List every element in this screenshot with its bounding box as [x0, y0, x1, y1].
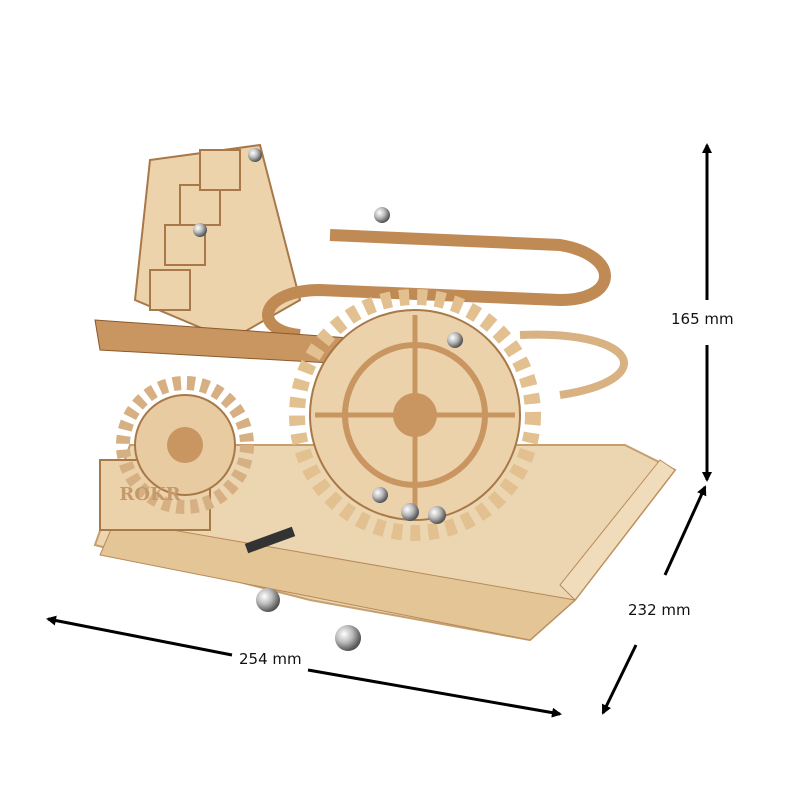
side-rail — [559, 459, 676, 601]
dimension-arrows — [46, 143, 712, 718]
width-arrow-right — [307, 668, 562, 718]
stair-lift — [133, 143, 302, 342]
large-gear — [289, 289, 541, 541]
wooden-marble-run-model — [93, 143, 677, 651]
height-label: 165 mm — [671, 310, 734, 328]
depth-arrow-top — [663, 485, 707, 576]
steel-balls — [193, 148, 463, 651]
depth-arrow-bottom — [601, 644, 638, 715]
width-label: 254 mm — [239, 650, 302, 668]
crank-handle — [244, 526, 296, 554]
depth-label: 232 mm — [628, 601, 691, 619]
small-gear — [116, 376, 254, 514]
width-arrow-left — [46, 615, 233, 657]
upper-track — [262, 229, 611, 341]
spiral-track — [519, 330, 628, 399]
brand-logo: ROKR — [119, 484, 181, 505]
